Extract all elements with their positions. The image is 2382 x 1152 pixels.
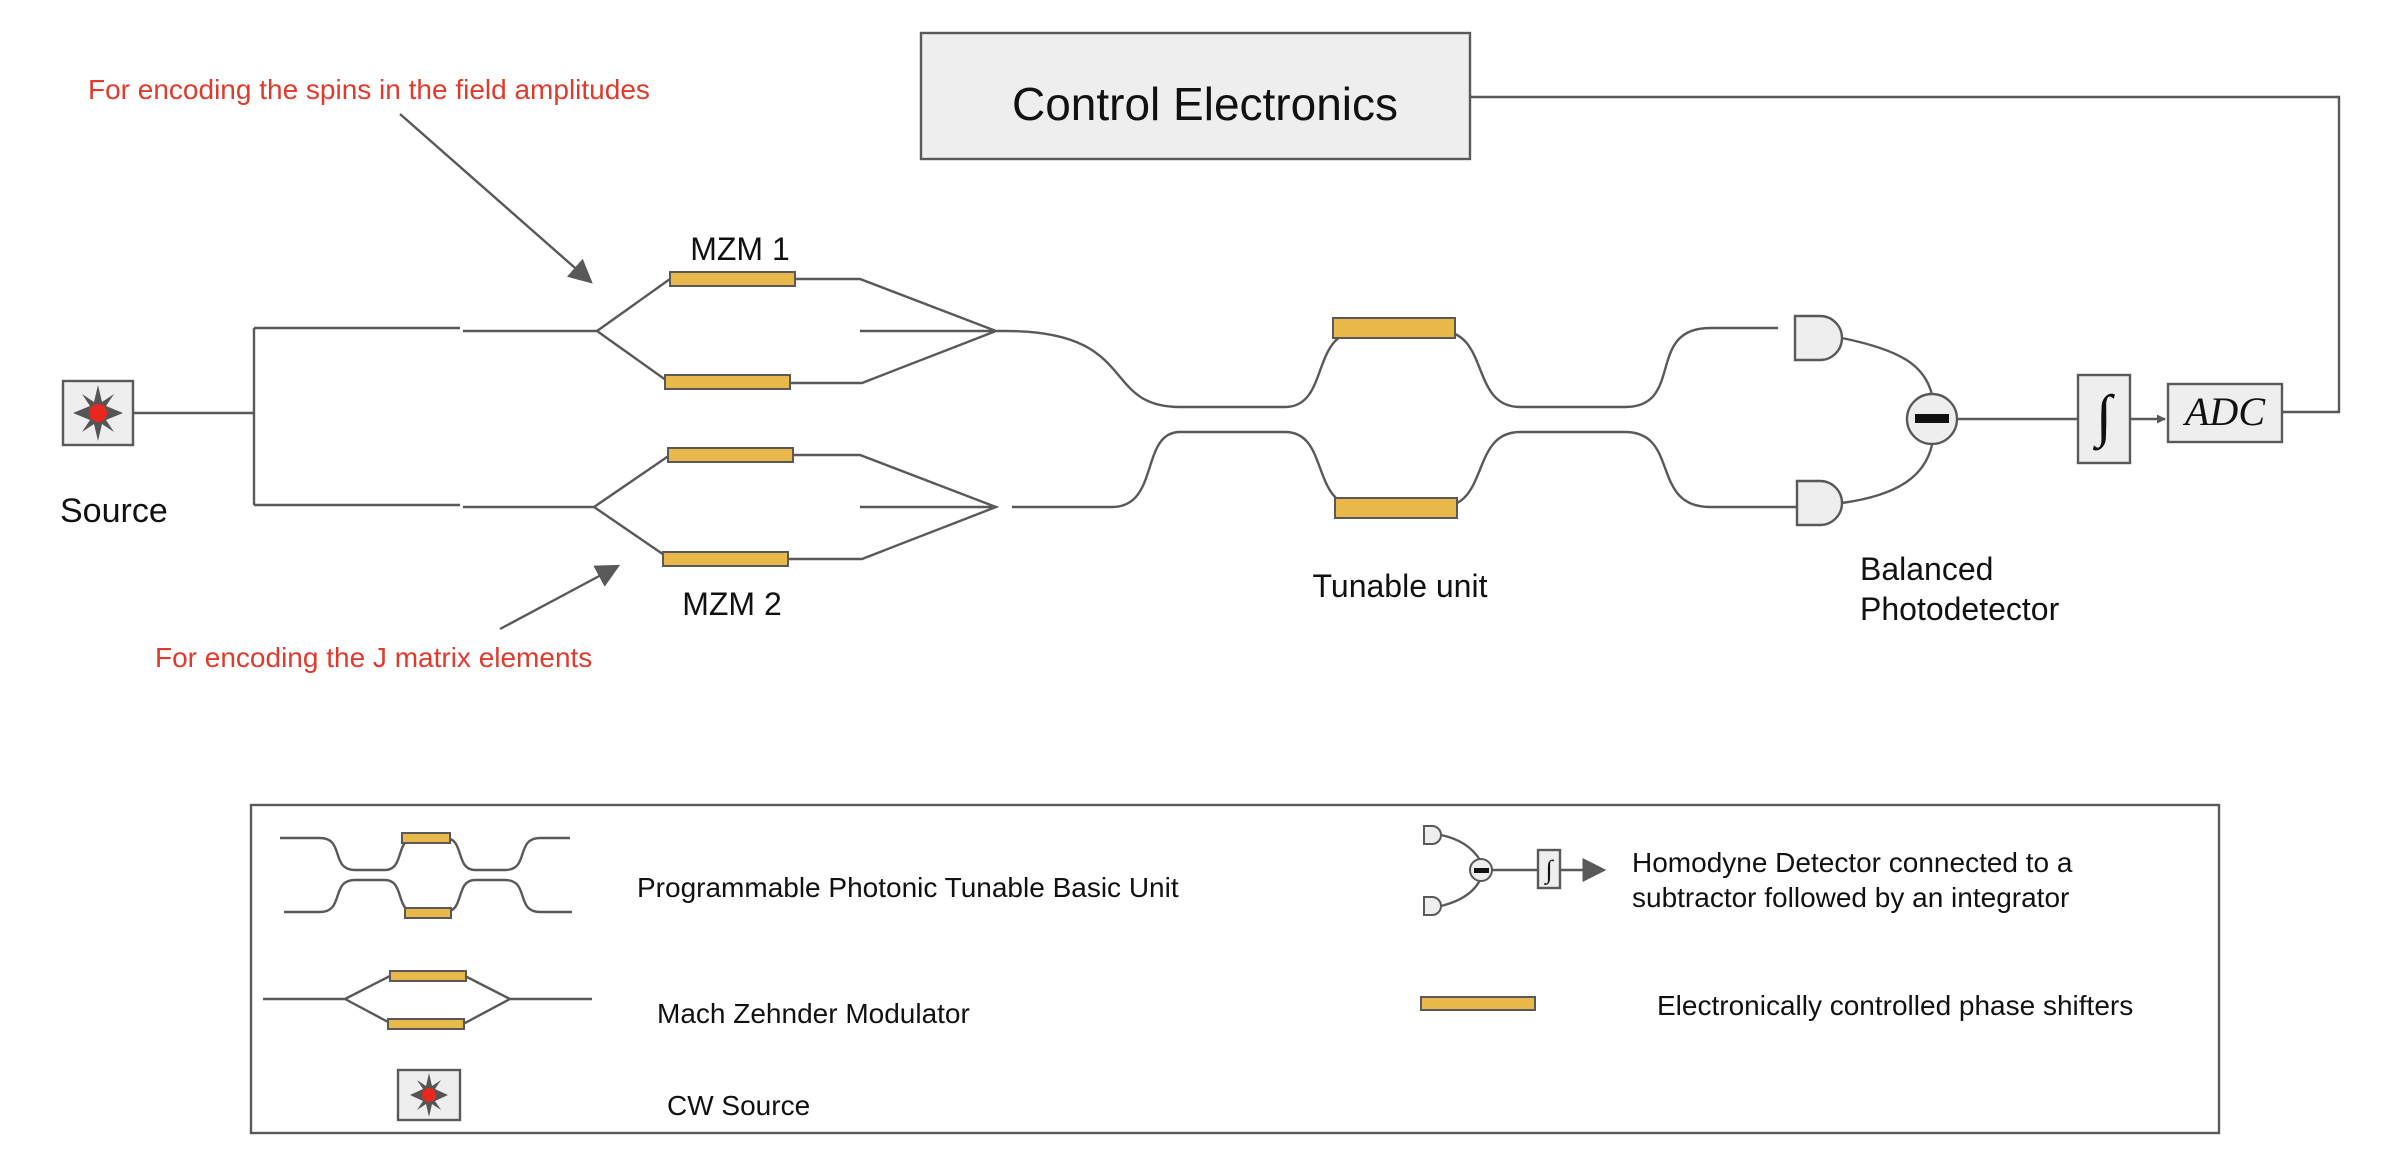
legend-detector-wires: [1440, 833, 1482, 908]
mzm1-label: MZM 1: [690, 231, 790, 267]
control-electronics: Control Electronics: [919, 31, 2341, 414]
mzm2-label: MZM 2: [682, 586, 782, 622]
legend-phase-shifter-icon: [1420, 996, 1536, 1011]
mzm-1: MZM 1: [377, 231, 1006, 390]
mzm2-phase-shifter-top: [667, 447, 794, 463]
mzm2-wire: [377, 453, 1000, 561]
tunable-phase-shifter-bottom: [1334, 497, 1458, 519]
legend-tunable-text: Programmable Photonic Tunable Basic Unit: [637, 872, 1179, 903]
legend-homodyne-text-1: Homodyne Detector connected to a: [1632, 847, 2073, 878]
detector-wires: [1841, 336, 1934, 505]
laser-source: Source: [60, 326, 377, 530]
adc-box: [2166, 382, 2284, 444]
mzm1-phase-shifter-top: [669, 271, 796, 287]
legend-tunable-ps-bottom: [404, 907, 452, 919]
mzm-2: MZM 2: [377, 447, 1000, 622]
integrator-box: [2076, 373, 2132, 465]
detector-top-icon: [1793, 314, 1844, 362]
legend-detector-top-icon: [1423, 825, 1442, 845]
legend-box: [249, 803, 2221, 1135]
tunable-bottom-arm: [1012, 430, 1800, 509]
legend-source-core-icon: [422, 1088, 436, 1102]
bpd-label-line2: Photodetector: [1860, 591, 2060, 627]
legend-tunable-ps-top: [401, 832, 451, 844]
bpd-label-line1: Balanced: [1860, 551, 1993, 587]
integrator-icon: ∫: [2092, 383, 2115, 451]
legend-detector-bottom-icon: [1423, 896, 1442, 916]
integrator-adc: ∫ ADC: [2076, 373, 2284, 465]
legend-cw-source-text: CW Source: [667, 1090, 810, 1121]
annotation-top: For encoding the spins in the field ampl…: [88, 74, 650, 105]
balanced-photodetector: Balanced Photodetector: [1793, 314, 2078, 627]
tunable-unit: Tunable unit: [1005, 317, 1800, 604]
tunable-phase-shifter-top: [1332, 317, 1456, 339]
source-splitter-wire: [133, 326, 377, 507]
legend-mzm-ps-bottom: [387, 1018, 465, 1030]
control-electronics-label: Control Electronics: [1012, 78, 1398, 130]
detector-bottom-icon: [1795, 479, 1844, 527]
source-core-icon: [89, 404, 107, 422]
tunable-top-arm: [1005, 326, 1778, 409]
legend-integrator-icon: ∫: [1543, 855, 1554, 885]
source-label: Source: [60, 492, 168, 530]
mzm1-phase-shifter-bottom: [664, 374, 791, 390]
control-electronics-box: [919, 31, 1472, 161]
annotation-bottom-arrow: [499, 564, 621, 631]
mzm2-phase-shifter-bottom: [662, 551, 789, 567]
legend-mzm-ps-top: [389, 970, 467, 982]
subtractor-minus-icon: [1915, 414, 1949, 423]
annotation-bottom: For encoding the J matrix elements: [155, 642, 592, 673]
mzm1-wire: [377, 277, 1006, 385]
tunable-label: Tunable unit: [1313, 568, 1488, 604]
feedback-wire: [1470, 95, 2341, 414]
legend-subtractor-minus-icon: [1474, 868, 1489, 873]
legend-mzm-text: Mach Zehnder Modulator: [657, 998, 970, 1029]
legend: Programmable Photonic Tunable Basic Unit…: [249, 803, 2221, 1135]
legend-homodyne-text-2: subtractor followed by an integrator: [1632, 882, 2069, 913]
adc-label: ADC: [2182, 389, 2266, 434]
annotation-top-arrow: [399, 113, 593, 284]
legend-phase-shifter-text: Electronically controlled phase shifters: [1657, 990, 2133, 1021]
annotations: For encoding the spins in the field ampl…: [88, 74, 650, 673]
